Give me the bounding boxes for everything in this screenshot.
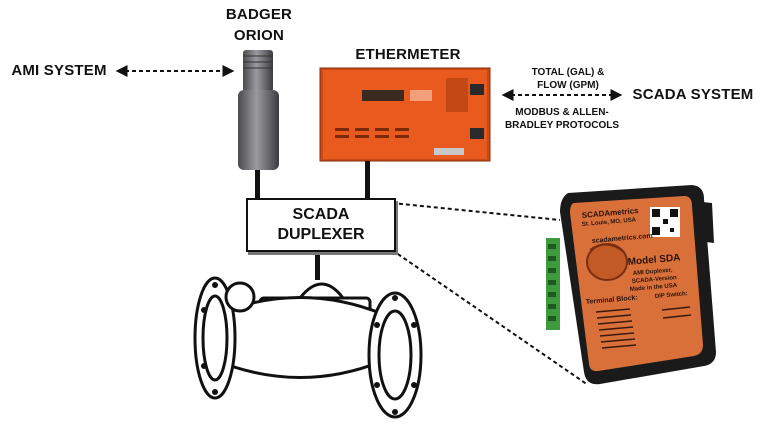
scada-duplexer-device — [546, 185, 716, 385]
protocols-label: MODBUS & ALLEN-BRADLEY PROTOCOLS — [504, 107, 620, 131]
orion-cable — [255, 170, 260, 200]
device-desc-line3: Made in the USA — [630, 283, 678, 293]
device-dip-switch-text: DIP Switch: — [655, 291, 688, 300]
scada-duplexer-box: SCADA DUPLEXER — [246, 198, 396, 252]
ami-system-label: AMI SYSTEM — [11, 62, 107, 79]
duplexer-label-line1: SCADA — [292, 206, 350, 223]
meter-cable — [315, 250, 320, 280]
ethermeter-unit — [319, 67, 491, 162]
total-flow-label: TOTAL (GAL) & FLOW (GPM) — [531, 67, 605, 91]
ethermeter-cable — [365, 161, 370, 200]
device-desc-line1: AMI Duplexer, — [633, 268, 673, 277]
badger-orion-label: BADGER ORION — [225, 6, 293, 44]
badger-orion-endpoint — [238, 50, 279, 170]
callout-line-top — [391, 202, 561, 221]
meter-flange-bolts — [201, 282, 417, 415]
device-model-text: Model SDA — [627, 252, 681, 268]
water-meter-drawing — [193, 276, 423, 419]
device-location-text: St. Louis, MO, USA — [582, 217, 637, 228]
duplexer-label-line2: DUPLEXER — [277, 226, 365, 243]
scada-system-label: SCADA SYSTEM — [632, 86, 754, 103]
device-terminal-lines — [595, 306, 692, 349]
ethermeter-label: ETHERMETER — [355, 46, 461, 63]
device-terminal-block-text: Terminal Block: — [586, 294, 638, 306]
device-desc-line2: SCADA-Version — [632, 275, 678, 285]
callout-line-bottom — [391, 249, 589, 386]
